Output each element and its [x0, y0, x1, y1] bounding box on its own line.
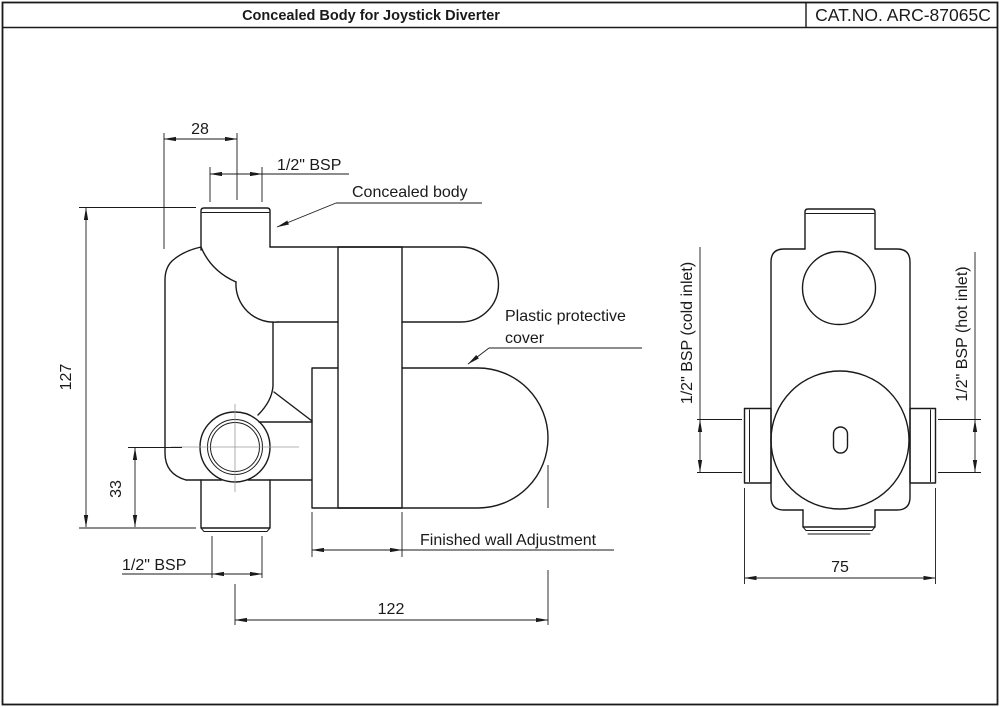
wall-adjustment-text: Finished wall Adjustment	[420, 532, 597, 549]
dim-top-offset: 28	[163, 121, 238, 249]
label-concealed-body: Concealed body	[276, 184, 482, 228]
dim-hot-inlet: 1/2" BSP (hot inlet)	[938, 252, 981, 473]
dim-top-bsp-text: 1/2" BSP	[277, 157, 341, 174]
side-front-port	[171, 404, 299, 492]
dim-75-text: 75	[831, 559, 849, 576]
label-plastic-cover: Plastic protective cover	[467, 308, 642, 365]
front-upper-circle	[801, 250, 877, 326]
hot-inlet-text: 1/2" BSP (hot inlet)	[954, 266, 971, 401]
concealed-body-text: Concealed body	[352, 184, 468, 201]
front-right-inlet-tab	[909, 407, 937, 484]
dim-bottom-bsp-text: 1/2" BSP	[122, 557, 186, 574]
side-cover-plate	[337, 246, 403, 509]
dim-overall-height: 127	[58, 207, 196, 529]
drawing-title: Concealed Body for Joystick Diverter	[242, 8, 500, 24]
front-bottom-stub	[802, 509, 876, 535]
side-lower-port	[311, 367, 549, 509]
dim-cold-inlet: 1/2" BSP (cold inlet)	[679, 247, 742, 473]
front-slot	[832, 426, 849, 454]
cold-inlet-text: 1/2" BSP (cold inlet)	[679, 262, 696, 404]
side-body-outline	[164, 246, 313, 481]
dim-33-text: 33	[108, 480, 125, 498]
side-view: 28 1/2" BSP Concealed body Plastic prote…	[58, 121, 642, 625]
front-left-inlet-tab	[743, 407, 772, 484]
dim-port-center: 33	[108, 447, 182, 528]
catalog-number: CAT.NO. ARC-87065C	[815, 5, 991, 25]
side-upper-port	[235, 246, 500, 323]
front-top-stub	[804, 208, 876, 250]
dim-wall-adjustment: Finished wall Adjustment	[311, 512, 614, 557]
dim-overall-width: 75	[743, 488, 937, 584]
front-cover-circle	[770, 370, 910, 510]
dim-122-text: 122	[378, 601, 405, 618]
dim-top-thread: 1/2" BSP	[209, 157, 349, 202]
plastic-cover-text-line1: Plastic protective	[505, 308, 626, 325]
side-top-stub	[200, 207, 271, 251]
dim-28-text: 28	[191, 121, 209, 138]
plastic-cover-text-line2: cover	[505, 330, 545, 347]
dim-bottom-thread: 1/2" BSP	[122, 536, 263, 578]
side-bottom-stub	[200, 479, 271, 532]
dim-127-text: 127	[58, 364, 75, 391]
dim-overall-depth: 122	[234, 465, 549, 625]
front-view: 1/2" BSP (cold inlet) 1/2" BSP (hot inle…	[679, 208, 981, 584]
front-body-outline	[770, 248, 911, 511]
